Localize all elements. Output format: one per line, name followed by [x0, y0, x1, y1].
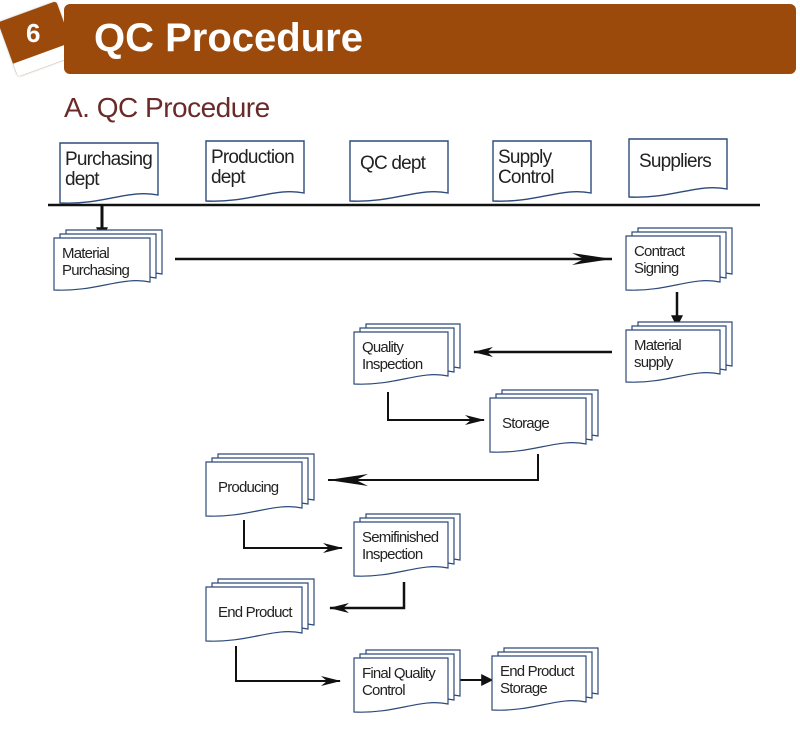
- step-label: supply: [634, 354, 674, 371]
- header-banner: [64, 4, 796, 74]
- flow-arrow-storage-to-producing: [328, 454, 539, 486]
- step-label: Signing: [634, 260, 679, 277]
- dept-label: Purchasing: [65, 149, 152, 170]
- step-storage: Storage: [489, 389, 599, 453]
- step-label: End Product: [218, 604, 293, 621]
- document-shape: [353, 521, 449, 577]
- flow-arrow-producing-to-semifinished-inspection: [243, 520, 343, 553]
- document-shape: [53, 237, 151, 291]
- document-shape: [205, 140, 305, 202]
- step-end-product: End Product: [205, 578, 315, 642]
- dept-header-suppliers: Suppliers: [628, 138, 728, 198]
- step-label: Material: [62, 245, 109, 262]
- dept-label: Suppliers: [639, 151, 711, 172]
- document-shape: [349, 140, 449, 202]
- document-shape: [205, 586, 303, 642]
- section-number: 6: [26, 18, 41, 48]
- step-label: Purchasing: [62, 262, 130, 279]
- dept-label: Control: [498, 167, 554, 188]
- dept-label: Supply: [498, 147, 553, 168]
- document-shape: [205, 461, 303, 517]
- dept-label: QC dept: [360, 153, 427, 174]
- step-label: Inspection: [362, 356, 423, 373]
- document-shape: [491, 655, 587, 711]
- step-label: Inspection: [362, 546, 423, 563]
- document-shape: [625, 329, 721, 383]
- dept-label: dept: [211, 167, 246, 188]
- step-label: Control: [362, 682, 405, 699]
- step-label: Contract: [634, 243, 686, 260]
- document-shape: [628, 138, 728, 198]
- dept-label: dept: [65, 169, 100, 190]
- page-title: QC Procedure: [94, 16, 363, 60]
- document-shape: [489, 397, 587, 453]
- document-shape: [353, 331, 449, 385]
- document-shape: [492, 140, 592, 202]
- section-subtitle: A. QC Procedure: [64, 92, 270, 123]
- document-shape: [59, 142, 159, 204]
- step-label: Semifinished: [362, 529, 439, 546]
- step-label: Final Quality: [362, 665, 436, 682]
- flow-arrow-semifinished-inspection-to-end-product: [329, 582, 406, 613]
- step-label: Producing: [218, 479, 279, 496]
- step-label: Storage: [502, 415, 549, 432]
- document-shape: [353, 657, 449, 713]
- step-label: Storage: [500, 680, 547, 697]
- flow-arrow-quality-inspection-to-storage: [387, 392, 485, 425]
- step-producing: Producing: [205, 453, 315, 517]
- step-label: Material: [634, 337, 681, 354]
- dept-header-qc: QC dept: [349, 140, 449, 202]
- flow-arrow-end-product-to-final-quality-control: [235, 646, 341, 686]
- step-label: End Product: [500, 663, 575, 680]
- dept-label: Production: [211, 147, 294, 168]
- document-shape: [625, 235, 721, 291]
- step-label: Quality: [362, 339, 404, 356]
